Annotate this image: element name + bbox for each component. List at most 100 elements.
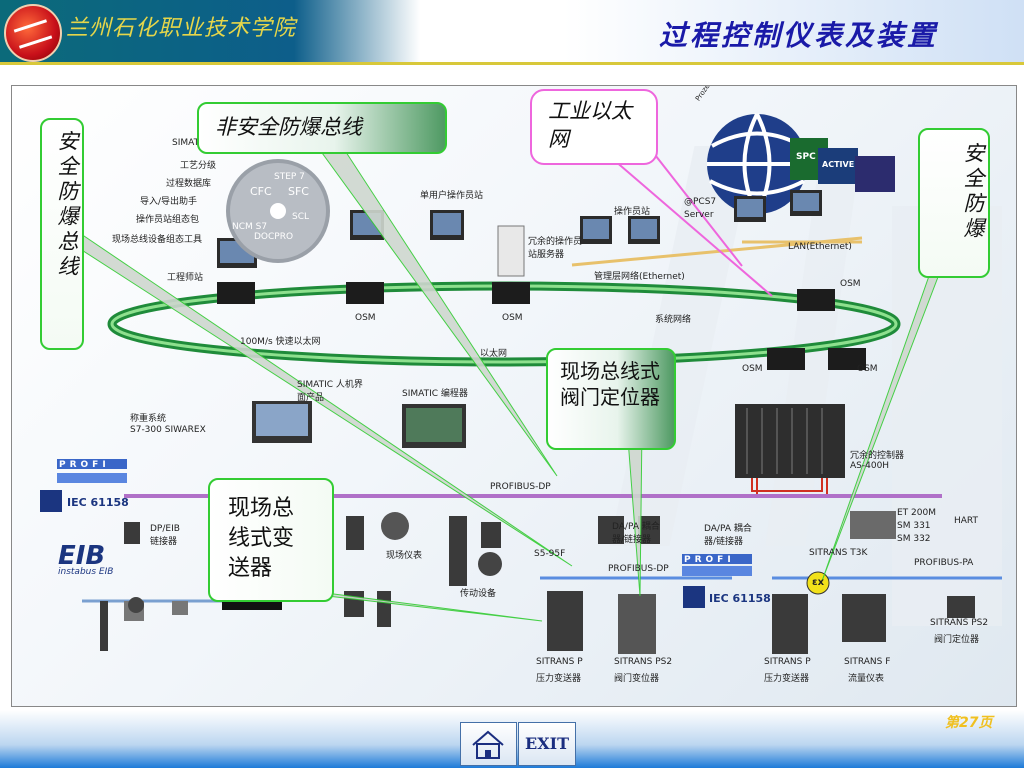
home-button[interactable]: [460, 722, 517, 766]
et200-label: ET 200M: [897, 508, 936, 518]
fan-icon: [381, 512, 409, 540]
callout-pointer: [651, 150, 743, 267]
tool-label: 过程数据库: [166, 179, 212, 189]
disc-label: CFC: [250, 185, 272, 198]
sm332-label: SM 332: [897, 534, 931, 544]
device-label: 流量仪表: [848, 674, 885, 684]
callout-pointer: [606, 153, 773, 297]
osm-label: OSM: [840, 279, 861, 289]
profi-logo-icon: [682, 566, 752, 576]
school-name: 兰州石化职业技术学院: [66, 16, 297, 41]
page-indicator: 第27页: [945, 715, 993, 731]
redundant-op-label: 冗余的操作员站服务器: [528, 237, 583, 260]
redundant-controller-rack: [735, 404, 845, 478]
as-label: AS-400H: [850, 461, 890, 471]
gauge-icon: [128, 597, 144, 613]
school-logo-icon: [4, 4, 62, 62]
mgmt-net-label: 管理层网络(Ethernet): [594, 272, 685, 282]
redundancy-link: [756, 478, 828, 497]
header-divider: [0, 62, 1024, 65]
profibus-dp-label: PROFIBUS-DP: [490, 482, 551, 492]
tool-label: 现场总线设备组态工具: [112, 235, 203, 245]
dp-pa-label: DA/PA 耦合器/链接器: [612, 522, 660, 545]
t3k-label: SITRANS T3K: [809, 548, 868, 558]
tool-label: 工艺分级: [180, 161, 217, 171]
active-box-icon: [818, 148, 858, 184]
pcs7-label: @PCS7 Server: [684, 197, 717, 220]
safe-bus-callout: 安全防爆总线: [40, 118, 84, 350]
profi-logo-icon: [682, 554, 752, 564]
title-bar: 兰州石化职业技术学院 过程控制仪表及装置: [0, 0, 1024, 62]
drive-label: 传动设备: [460, 589, 497, 599]
weigh-label: 称重系统: [130, 414, 167, 424]
device-label: 阀门变位器: [614, 674, 660, 684]
lan-label: LAN(Ethernet): [788, 242, 852, 252]
disc-label: SCL: [292, 212, 310, 222]
spc-label: SPC: [796, 152, 816, 162]
simat-label: SIMAT: [172, 138, 200, 148]
diagram-frame: SIMAT 工艺分级 过程数据库 导入/导出助手 操作员站组态包 现场总线设备组…: [11, 85, 1017, 707]
dp-pa-label: DA/PA 耦合器/链接器: [704, 524, 752, 547]
s5-label: S5-95F: [534, 549, 566, 559]
profi-logo-icon: [57, 473, 127, 483]
software-box-icon: [855, 156, 895, 192]
device-label: SITRANS PS2: [930, 618, 989, 628]
ex-label: εx: [812, 577, 825, 588]
eng-station-label: 工程师站: [167, 273, 204, 283]
tool-label: 导入/导出助手: [140, 197, 198, 207]
instabus-label: instabus EIB: [58, 567, 114, 577]
osm-modules: [217, 282, 866, 370]
single-op-label: 单用户操作员站: [420, 191, 484, 201]
active-label: ACTIVE: [822, 160, 855, 169]
transmitter-callout: 现场总线式变送器: [208, 478, 334, 602]
system-net-label: 系统网络: [655, 315, 692, 325]
exit-button[interactable]: EXIT: [518, 722, 576, 766]
disc-label: STEP 7: [274, 172, 305, 182]
field-instr-label: 现场仪表: [386, 551, 423, 561]
device-label: SITRANS PS2: [614, 657, 673, 667]
iec-label: IEC 61158: [709, 592, 771, 605]
industrial-ethernet-callout: 工业以太网: [530, 89, 658, 165]
header-band: [0, 0, 420, 62]
profi-label: PROFI: [59, 460, 110, 470]
iec-logo-icon: [40, 490, 62, 512]
device-label: SITRANS P: [764, 657, 811, 667]
network-diagram: [40, 113, 1002, 654]
op-station-label: 操作员站: [614, 207, 651, 217]
valve-positioner-callout: 现场总线式阀门定位器: [546, 348, 676, 450]
programmer-label: SIMATIC 编程器: [402, 389, 468, 399]
course-title: 过程控制仪表及装置: [658, 19, 938, 52]
hart-label: HART: [954, 516, 979, 526]
disc-label: NCM S7: [232, 222, 268, 232]
home-icon: [472, 730, 504, 759]
disc-label: SFC: [288, 185, 309, 198]
device-label: 阀门定位器: [934, 635, 980, 645]
non-safe-bus-callout: 非安全防爆总线: [197, 102, 447, 154]
sm331-label: SM 331: [897, 521, 931, 531]
device-label: 压力变送器: [536, 674, 582, 684]
hmi-label: SIMATIC 人机界面产品: [297, 380, 363, 403]
fast-eth-label: 100M/s 快速以太网: [240, 337, 321, 347]
iec-logo-icon: [683, 586, 705, 608]
profi-logo-icon: [57, 459, 127, 469]
profibus-pa-label: PROFIBUS-PA: [914, 558, 974, 568]
device-label: 压力变送器: [764, 674, 810, 684]
profibus-dp-label: PROFIBUS-DP: [608, 564, 669, 574]
motor-icon: [478, 552, 502, 576]
s7-label: S7-300 SIWAREX: [130, 425, 206, 435]
osm-label: OSM: [355, 313, 376, 323]
profi-label: PROFI: [684, 555, 735, 565]
device-label: SITRANS F: [844, 657, 891, 667]
redundancy-link: [751, 478, 823, 492]
disc-label: DOCPRO: [254, 232, 294, 242]
iec-label: IEC 61158: [67, 496, 129, 509]
dp-eib-label: DP/EIB 链接器: [150, 524, 180, 547]
osm-label: OSM: [857, 364, 878, 374]
eth-label: 以太网: [480, 349, 508, 359]
device-label: SITRANS P: [536, 657, 583, 667]
osm-label: OSM: [742, 364, 763, 374]
tool-label: 操作员站组态包: [136, 215, 200, 225]
eib-logo-label: EIB: [58, 541, 106, 571]
software-cd-icon: [226, 159, 330, 263]
osm-label: OSM: [502, 313, 523, 323]
